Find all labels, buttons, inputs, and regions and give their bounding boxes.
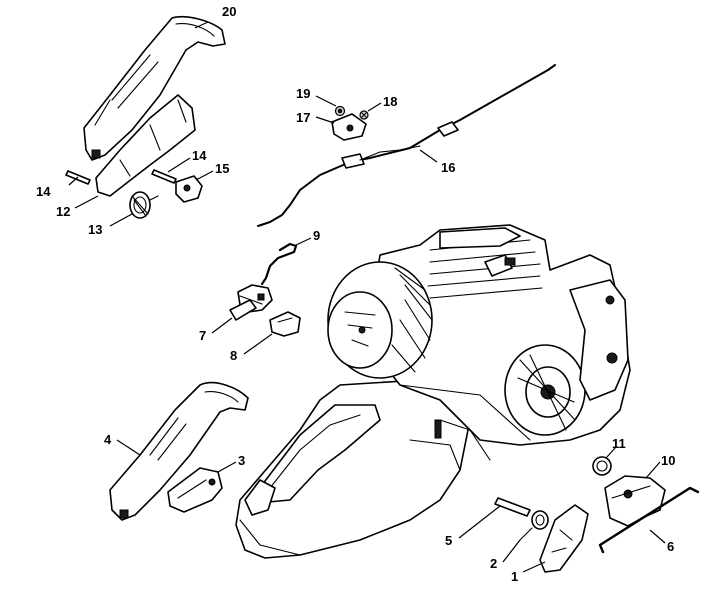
- callout-17: 17: [296, 110, 310, 125]
- callout-5: 5: [445, 533, 452, 548]
- part-5-pin: [494, 497, 531, 517]
- main-housing: [235, 224, 631, 559]
- part-20-handle-cover: [83, 15, 226, 161]
- leader-lines: [68, 21, 666, 573]
- callout-2: 2: [490, 556, 497, 571]
- part-4-handle-cover: [109, 381, 249, 521]
- part-15-latch: [175, 175, 203, 203]
- part-7-throttle-assembly: [229, 284, 273, 321]
- callout-14-right: 14: [192, 148, 207, 163]
- callout-11: 11: [612, 436, 626, 451]
- callout-1: 1: [511, 569, 518, 584]
- callout-labels: 20 14 12 13 14 15 19 18 17 16 9 7 8 4 3 …: [36, 4, 675, 584]
- part-19-nut: [334, 105, 346, 117]
- callout-20: 20: [222, 4, 236, 19]
- callout-6: 6: [667, 539, 674, 554]
- callout-8: 8: [230, 348, 237, 363]
- callout-15: 15: [215, 161, 229, 176]
- part-17-clamp: [331, 113, 367, 141]
- part-10-bracket: [604, 475, 666, 527]
- callout-12: 12: [56, 204, 70, 219]
- part-8-bracket: [269, 311, 301, 337]
- part-12-handle-insert: [95, 94, 196, 197]
- callout-7: 7: [199, 328, 206, 343]
- callout-10: 10: [661, 453, 675, 468]
- part-2-spring: [519, 510, 549, 541]
- part-16-throttle-rod: [257, 64, 556, 227]
- part-9-wire-clip: [260, 242, 298, 286]
- callout-16: 16: [441, 160, 455, 175]
- callout-18: 18: [383, 94, 397, 109]
- part-14-pin-right: [151, 169, 177, 184]
- callout-3: 3: [238, 453, 245, 468]
- part-6-rod: [598, 486, 700, 554]
- callout-9: 9: [313, 228, 320, 243]
- part-11-spring: [592, 456, 612, 476]
- callout-4: 4: [104, 432, 112, 447]
- part-1-throttle-trigger: [539, 504, 589, 573]
- callout-19: 19: [296, 86, 310, 101]
- callout-13: 13: [88, 222, 102, 237]
- callout-14-left: 14: [36, 184, 51, 199]
- part-13-spring: [129, 191, 159, 219]
- part-18-screw: [359, 110, 369, 120]
- part-3-trigger: [167, 467, 223, 513]
